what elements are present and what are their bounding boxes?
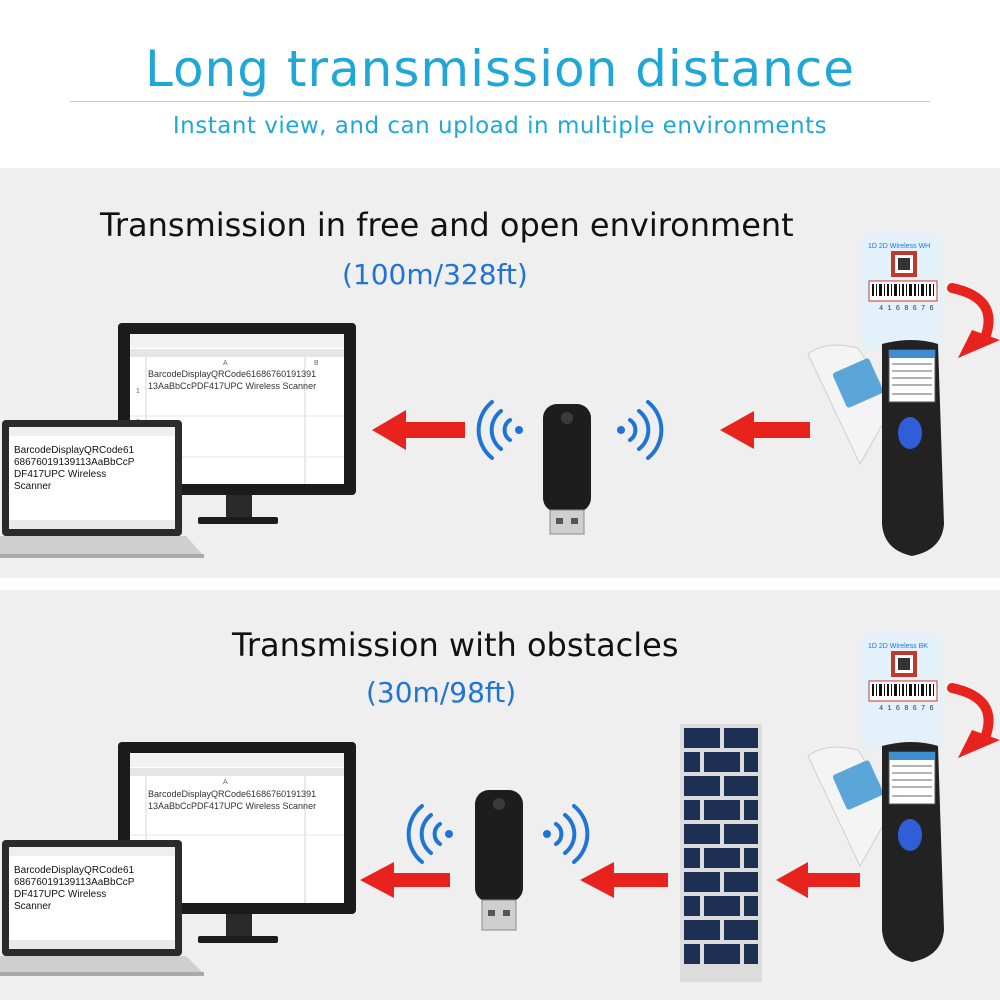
- arrow-left-icon: [360, 862, 450, 898]
- tag-label: 1D 2D Wireless BK: [868, 643, 928, 650]
- arrow-left-icon: [372, 410, 465, 450]
- wifi-wave-icon: [476, 400, 512, 460]
- panel-distance: (30m/98ft): [366, 676, 517, 709]
- laptop-text-line4: Scanner: [14, 901, 52, 912]
- monitor-text-line1: BarcodeDisplayQRCode61686760191391: [148, 369, 316, 379]
- barcode-tag: 1D 2D Wireless WH 4 1 6 8 6 7 6: [862, 234, 942, 350]
- monitor-text-line2: 13AaBbCcPDF417UPC Wireless Scanner: [148, 801, 316, 811]
- wifi-wave-icon: [628, 400, 664, 460]
- laptop-text-line2: 68676019139113AaBbCcP: [14, 457, 135, 468]
- svg-text:A: A: [223, 360, 228, 367]
- laptop-text-line4: Scanner: [14, 481, 52, 492]
- tag-number: 4 1 6 8 6 7 6: [879, 305, 934, 313]
- panel-illustration: A BarcodeDisplayQRCode61686760191391 13A…: [0, 634, 1000, 982]
- panel-open-environment: Transmission in free and open environmen…: [0, 168, 1000, 578]
- usb-dongle-icon: [475, 790, 523, 931]
- curved-arrow-icon: [947, 283, 1000, 358]
- monitor-text-line2: 13AaBbCcPDF417UPC Wireless Scanner: [148, 381, 316, 391]
- laptop-text-line3: DF417UPC Wireless: [14, 469, 106, 480]
- laptop-text-line3: DF417UPC Wireless: [14, 889, 106, 900]
- monitor-text-line1: BarcodeDisplayQRCode61686760191391: [148, 789, 316, 799]
- arrow-left-icon: [776, 862, 860, 898]
- laptop-text-line1: BarcodeDisplayQRCode61: [14, 865, 135, 876]
- usb-dongle-icon: [543, 404, 591, 535]
- laptop-text-line2: 68676019139113AaBbCcP: [14, 877, 135, 888]
- panel-with-obstacles: Transmission with obstacles (30m/98ft) A…: [0, 590, 1000, 1000]
- svg-text:A: A: [223, 779, 228, 786]
- barcode-scanner-icon: [807, 340, 944, 556]
- tag-label: 1D 2D Wireless WH: [868, 243, 930, 250]
- laptop: BarcodeDisplayQRCode61 68676019139113AaB…: [0, 840, 204, 976]
- brick-wall-icon: [680, 724, 762, 982]
- wifi-wave-icon: [406, 804, 442, 864]
- barcode-tag: 1D 2D Wireless BK 4 1 6 8 6 7 6: [862, 634, 942, 750]
- laptop: BarcodeDisplayQRCode61 68676019139113AaB…: [0, 420, 204, 558]
- page-subtitle: Instant view, and can upload in multiple…: [172, 113, 828, 139]
- laptop-text-line1: BarcodeDisplayQRCode61: [14, 445, 135, 456]
- panel-heading: Transmission with obstacles: [232, 626, 679, 664]
- svg-text:1: 1: [136, 388, 140, 395]
- page-header: Long transmission distance Instant view,…: [0, 0, 1000, 168]
- panel-heading: Transmission in free and open environmen…: [100, 206, 794, 244]
- arrow-left-icon: [720, 411, 810, 449]
- title-divider: [70, 101, 930, 102]
- barcode-scanner-icon: [807, 742, 944, 962]
- wifi-wave-icon: [554, 804, 590, 864]
- svg-text:B: B: [314, 360, 319, 367]
- curved-arrow-icon: [947, 683, 1000, 758]
- panel-illustration: A B 1 2 BarcodeDisplayQRCode616867601913…: [0, 234, 1000, 558]
- page-title: Long transmission distance: [144, 40, 856, 98]
- arrow-left-icon: [580, 862, 668, 898]
- panel-distance: (100m/328ft): [342, 258, 528, 291]
- tag-number: 4 1 6 8 6 7 6: [879, 705, 934, 713]
